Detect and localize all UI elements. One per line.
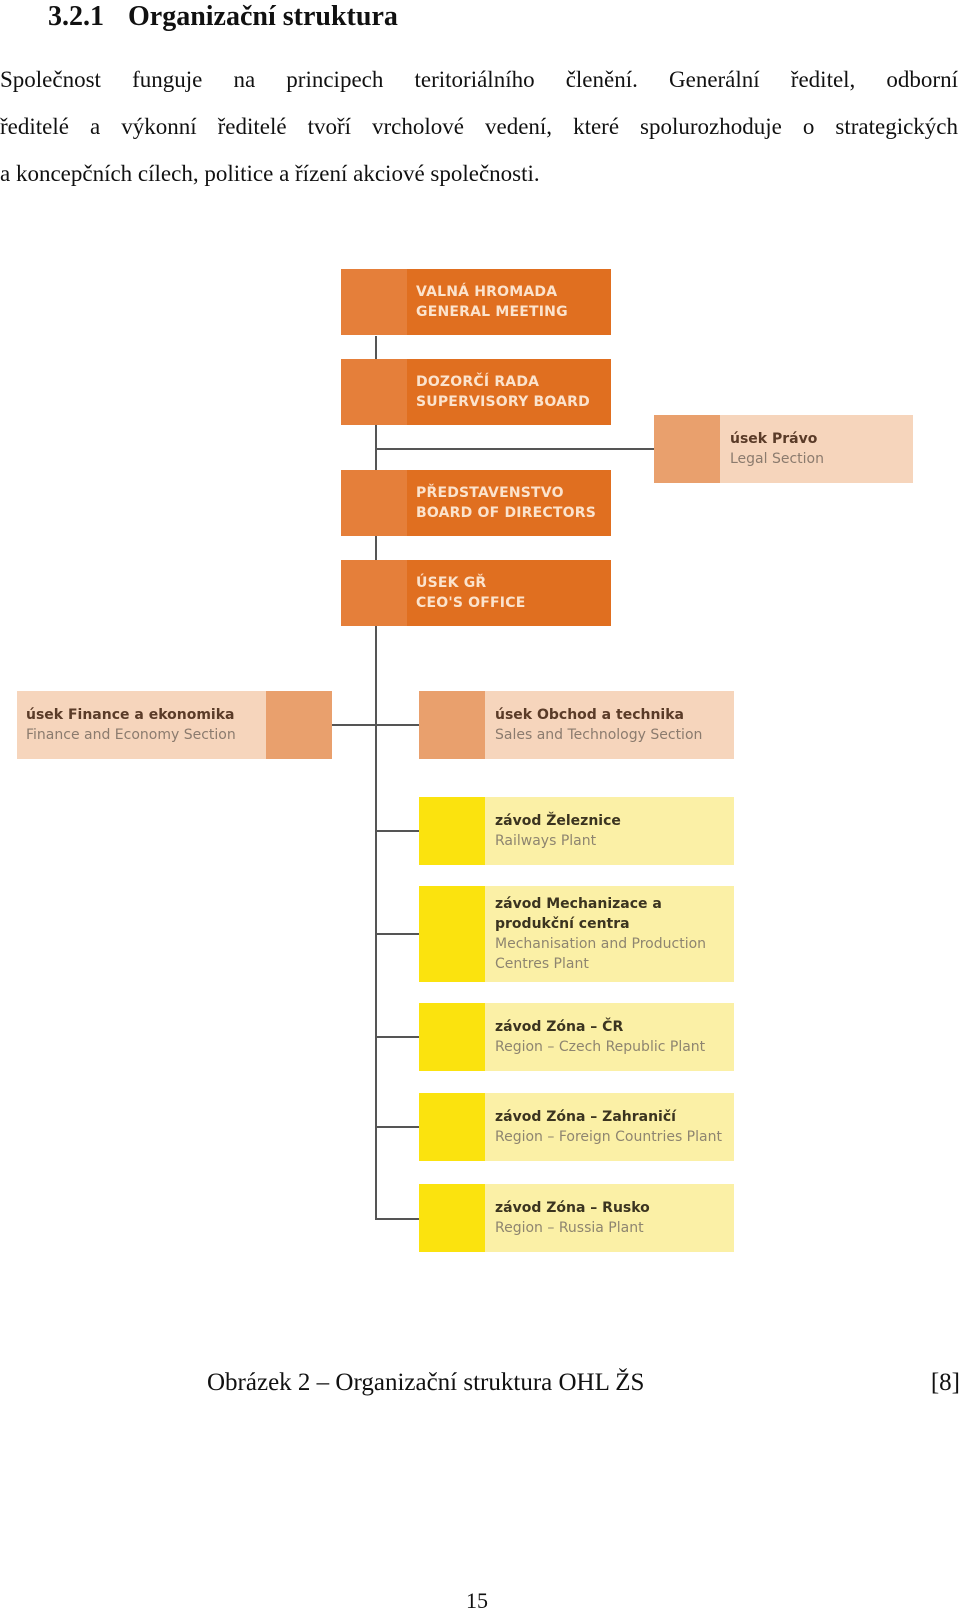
legal-section-en: Legal Section xyxy=(730,451,824,467)
sales-section-en: Sales and Technology Section xyxy=(495,727,703,743)
mechanisation-plant-cz: závod Mechanizace a produkční centra xyxy=(495,896,662,932)
board-of-directors-box: PŘEDSTAVENSTVO BOARD OF DIRECTORS xyxy=(341,470,611,536)
finance-section-box: úsek Finance a ekonomika Finance and Eco… xyxy=(17,691,332,759)
ceo-office-en: CEO'S OFFICE xyxy=(416,595,526,611)
russia-region-plant-box: závod Zóna – Rusko Region – Russia Plant xyxy=(419,1184,734,1252)
section-number: 3.2.1 xyxy=(48,1,104,32)
foreign-region-plant-box: závod Zóna – Zahraničí Region – Foreign … xyxy=(419,1093,734,1161)
legal-section-box: úsek Právo Legal Section xyxy=(654,415,913,483)
general-meeting-box: VALNÁ HROMADA GENERAL MEETING xyxy=(341,269,611,335)
russia-region-plant-cz: závod Zóna – Rusko xyxy=(495,1200,650,1216)
ceo-office-box: ÚSEK GŘ CEO'S OFFICE xyxy=(341,560,611,626)
czech-region-plant-en: Region – Czech Republic Plant xyxy=(495,1039,706,1055)
paragraph-line: a koncepčních cílech, politice a řízení … xyxy=(0,161,540,186)
page-number: 15 xyxy=(466,1588,488,1613)
legal-section-cz: úsek Právo xyxy=(730,431,818,447)
finance-section-en: Finance and Economy Section xyxy=(26,727,236,743)
supervisory-board-box: DOZORČÍ RADA SUPERVISORY BOARD xyxy=(341,359,611,425)
railways-plant-cz: závod Železnice xyxy=(495,813,621,829)
ceo-office-cz: ÚSEK GŘ xyxy=(416,575,487,591)
board-of-directors-en: BOARD OF DIRECTORS xyxy=(416,505,597,521)
section-title: Organizační struktura xyxy=(128,1,398,32)
board-of-directors-cz: PŘEDSTAVENSTVO xyxy=(416,485,564,501)
mechanisation-plant-box: závod Mechanizace a produkční centra Mec… xyxy=(419,886,734,982)
russia-region-plant-en: Region – Russia Plant xyxy=(495,1220,644,1236)
mechanisation-plant-en: Mechanisation and Production Centres Pla… xyxy=(495,936,707,972)
sales-section-cz: úsek Obchod a technika xyxy=(495,707,684,723)
supervisory-board-en: SUPERVISORY BOARD xyxy=(416,394,590,410)
paragraph-line: ředitelé a výkonní ředitelé tvoří vrchol… xyxy=(0,114,958,139)
foreign-region-plant-en: Region – Foreign Countries Plant xyxy=(495,1129,722,1145)
railways-plant-box: závod Železnice Railways Plant xyxy=(419,797,734,865)
supervisory-board-cz: DOZORČÍ RADA xyxy=(416,374,540,390)
figure-reference: [8] xyxy=(930,1369,960,1396)
czech-region-plant-cz: závod Zóna – ČR xyxy=(495,1019,624,1035)
czech-region-plant-box: závod Zóna – ČR Region – Czech Republic … xyxy=(419,1003,734,1071)
finance-section-cz: úsek Finance a ekonomika xyxy=(26,707,235,723)
sales-section-box: úsek Obchod a technika Sales and Technol… xyxy=(419,691,734,759)
general-meeting-cz: VALNÁ HROMADA xyxy=(416,284,558,300)
figure-caption: Obrázek 2 – Organizační struktura OHL ŽS xyxy=(207,1369,645,1396)
org-chart: VALNÁ HROMADA GENERAL MEETING DOZORČÍ RA… xyxy=(17,269,913,1252)
paragraph-line: Společnost funguje na principech teritor… xyxy=(0,67,958,92)
foreign-region-plant-cz: závod Zóna – Zahraničí xyxy=(495,1109,676,1125)
railways-plant-en: Railways Plant xyxy=(495,833,597,849)
section-heading: 3.2.1 Organizační struktura xyxy=(48,0,398,34)
general-meeting-en: GENERAL MEETING xyxy=(416,304,568,320)
body-paragraph: Společnost funguje na principech teritor… xyxy=(0,56,958,197)
